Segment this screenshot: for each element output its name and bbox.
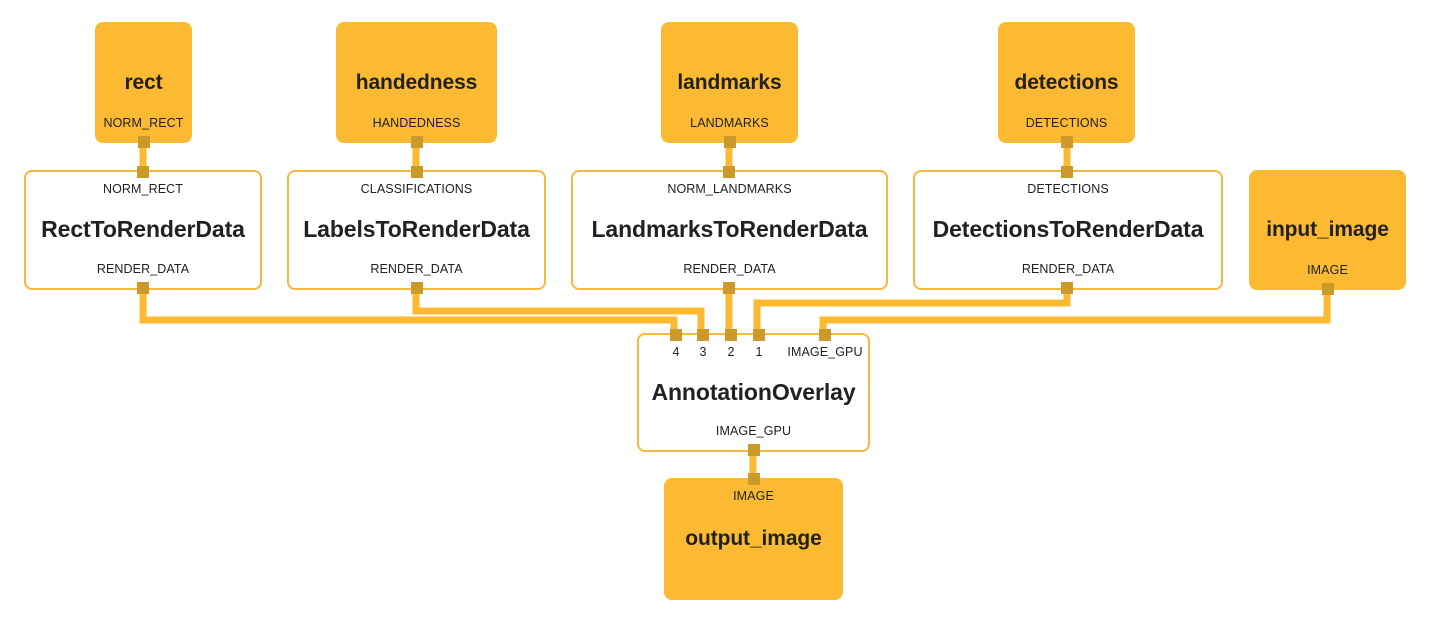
node-labels_to_render-input-port-label: CLASSIFICATIONS xyxy=(360,182,473,196)
node-handedness-title: handedness xyxy=(355,70,478,94)
node-annotation_overlay[interactable]: 4 3 2 1 IMAGE_GPU AnnotationOverlay IMAG… xyxy=(637,329,870,456)
node-detections_to_render-output-port-label: RENDER_DATA xyxy=(1021,262,1115,277)
port-landmarks_to_render-in[interactable] xyxy=(722,166,735,178)
node-detections-title: detections xyxy=(1014,70,1119,94)
edge-input_image-to-overlay-image_gpu xyxy=(819,290,1331,334)
node-landmarks-output-port-label: LANDMARKS xyxy=(690,116,769,131)
node-labels_to_render-title: LabelsToRenderData xyxy=(303,216,530,243)
node-detections_to_render-input-port-label: DETECTIONS xyxy=(1027,182,1109,196)
node-output_image[interactable]: IMAGE output_image xyxy=(664,473,843,600)
node-input_image-title: input_image xyxy=(1266,218,1389,242)
node-labels_to_render[interactable]: CLASSIFICATIONS LabelsToRenderData RENDE… xyxy=(287,166,546,294)
node-landmarks_to_render-output-port-label: RENDER_DATA xyxy=(683,262,776,277)
node-rect_to_render-title: RectToRenderData xyxy=(41,216,245,243)
port-annotation_overlay-in-2[interactable] xyxy=(725,329,737,341)
port-output_image-in[interactable] xyxy=(747,473,760,485)
port-annotation_overlay-in-4[interactable] xyxy=(670,329,682,341)
node-detections[interactable]: detections DETECTIONS xyxy=(998,22,1135,148)
port-detections-out[interactable] xyxy=(1060,136,1073,148)
node-rect[interactable]: rect NORM_RECT xyxy=(95,22,192,148)
node-output_image-title: output_image xyxy=(685,527,822,551)
node-landmarks-title: landmarks xyxy=(677,70,782,94)
port-rect_to_render-in[interactable] xyxy=(137,166,149,178)
node-landmarks_to_render-input-port-label: NORM_LANDMARKS xyxy=(667,182,792,196)
overlay-input-label-1: 1 xyxy=(755,345,763,359)
node-annotation_overlay-title: AnnotationOverlay xyxy=(651,378,856,405)
node-detections-output-port-label: DETECTIONS xyxy=(1025,116,1108,131)
node-rect-output-port-label: NORM_RECT xyxy=(103,116,184,131)
edge-rect_to_render-to-overlay-4 xyxy=(139,290,678,334)
port-annotation_overlay-in-1[interactable] xyxy=(753,329,765,341)
port-landmarks_to_render-out[interactable] xyxy=(722,282,735,294)
overlay-input-label-3: 3 xyxy=(699,345,707,359)
port-labels_to_render-out[interactable] xyxy=(410,282,423,294)
node-handedness-output-port-label: HANDEDNESS xyxy=(372,116,461,131)
edge-detections_to_render-to-overlay-1 xyxy=(753,290,1071,334)
node-input_image[interactable]: input_image IMAGE xyxy=(1249,170,1406,295)
port-rect_to_render-out[interactable] xyxy=(137,282,149,294)
port-input_image-out[interactable] xyxy=(1321,283,1334,295)
port-detections_to_render-out[interactable] xyxy=(1061,282,1074,294)
node-output_image-input-port-label: IMAGE xyxy=(733,489,774,503)
node-handedness[interactable]: handedness HANDEDNESS xyxy=(336,22,497,148)
overlay-input-label-4: 4 xyxy=(672,345,680,359)
node-rect_to_render-output-port-label: RENDER_DATA xyxy=(96,262,190,277)
port-annotation_overlay-in-3[interactable] xyxy=(697,329,709,341)
port-landmarks-out[interactable] xyxy=(723,136,736,148)
port-handedness-out[interactable] xyxy=(410,136,423,148)
port-labels_to_render-in[interactable] xyxy=(410,166,423,178)
edge-labels_to_render-to-overlay-3 xyxy=(412,290,705,334)
node-input_image-output-port-label: IMAGE xyxy=(1307,263,1348,278)
node-rect_to_render[interactable]: NORM_RECT RectToRenderData RENDER_DATA xyxy=(24,166,262,294)
node-landmarks_to_render-title: LandmarksToRenderData xyxy=(591,216,868,243)
overlay-input-label-image_gpu: IMAGE_GPU xyxy=(787,345,863,359)
node-rect_to_render-input-port-label: NORM_RECT xyxy=(102,182,184,196)
port-annotation_overlay-out[interactable] xyxy=(747,444,760,456)
port-rect-out[interactable] xyxy=(137,136,150,148)
overlay-input-port-labels: 4 3 2 1 IMAGE_GPU xyxy=(639,345,868,362)
port-detections_to_render-in[interactable] xyxy=(1061,166,1074,178)
node-detections_to_render-title: DetectionsToRenderData xyxy=(932,216,1204,243)
overlay-input-label-2: 2 xyxy=(727,345,735,359)
node-landmarks_to_render[interactable]: NORM_LANDMARKS LandmarksToRenderData REN… xyxy=(571,166,888,294)
node-landmarks[interactable]: landmarks LANDMARKS xyxy=(661,22,798,148)
node-annotation_overlay-output-port-label: IMAGE_GPU xyxy=(715,424,792,439)
node-labels_to_render-output-port-label: RENDER_DATA xyxy=(370,262,463,277)
node-rect-title: rect xyxy=(124,70,163,94)
node-detections_to_render[interactable]: DETECTIONS DetectionsToRenderData RENDER… xyxy=(913,166,1223,294)
port-annotation_overlay-in-image_gpu[interactable] xyxy=(819,329,831,341)
